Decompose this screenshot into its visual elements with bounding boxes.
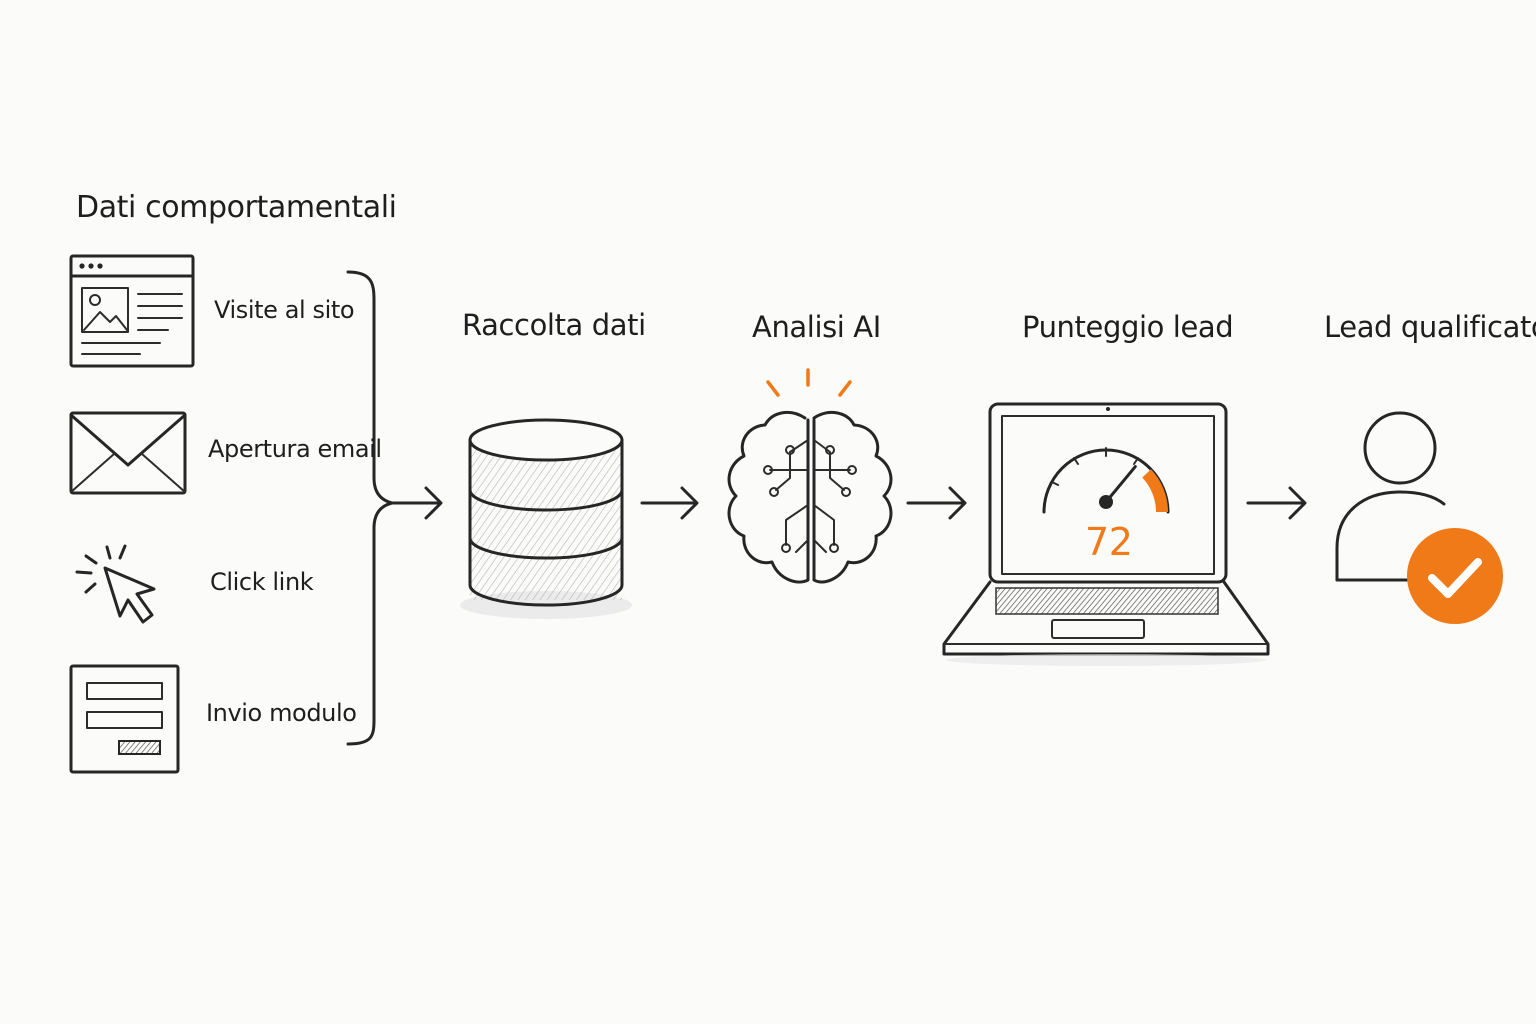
browser-window-icon: [69, 254, 195, 368]
input-label-site-visits: Visite al sito: [214, 296, 355, 324]
envelope-icon: [69, 411, 187, 495]
input-label-link-click: Click link: [210, 568, 314, 596]
user-check-icon: [1335, 411, 1503, 624]
laptop-gauge-icon: [942, 402, 1270, 666]
arrow-3: [906, 486, 967, 520]
lead-score-value: 72: [1085, 520, 1133, 564]
gauge-level-arc: [1142, 469, 1168, 513]
gauge-needle: [1104, 465, 1137, 504]
stage-title-lead-score: Punteggio lead: [1022, 310, 1234, 344]
form-icon: [69, 664, 180, 774]
cursor-click-icon: [75, 544, 156, 624]
arrow-4: [1246, 486, 1307, 520]
database-icon: [460, 418, 632, 619]
brain-circuit-icon: [727, 368, 893, 584]
arrow-1: [390, 486, 443, 520]
section-title: Dati comportamentali: [76, 190, 397, 225]
arrow-2: [640, 486, 699, 520]
stage-title-data-collection: Raccolta dati: [462, 308, 646, 342]
bracket: [346, 270, 394, 746]
input-label-form-submit: Invio modulo: [206, 699, 357, 727]
input-label-email-open: Apertura email: [208, 435, 382, 463]
stage-title-ai-analysis: Analisi AI: [752, 310, 881, 344]
stage-title-qualified-lead: Lead qualificato: [1324, 310, 1536, 344]
